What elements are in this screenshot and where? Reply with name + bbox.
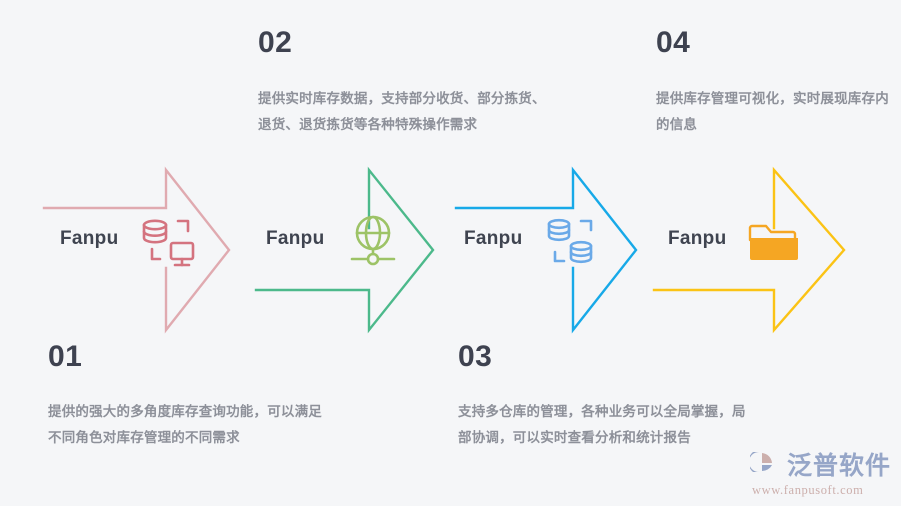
arrow-label-04: Fanpu [668,228,727,249]
watermark-brand-row: 泛普软件 [748,446,891,482]
step-text-block-04: 04 提供库存管理可视化，实时展现库存内的信息 [656,28,901,139]
step-arrow-04: Fanpu [652,166,889,340]
step-arrow-01: Fanpu [42,166,274,340]
step-number-01: 01 [48,340,83,373]
arrow-shape-01 [42,166,231,334]
fanpu-logo-icon [748,448,782,481]
step-description-01: 提供的强大的多角度库存查询功能，可以满足不同角色对库存管理的不同需求 [48,404,322,446]
step-text-block-03: 03 支持多仓库的管理，各种业务可以全局掌握，局部协调，可以实时查看分析和统计报… [458,342,758,452]
arrow-shape-02 [254,166,435,334]
step-description-04: 提供库存管理可视化，实时展现库存内的信息 [656,91,889,133]
step-description-03: 支持多仓库的管理，各种业务可以全局掌握，局部协调，可以实时查看分析和统计报告 [458,404,746,446]
step-number-03: 03 [458,340,493,373]
step-text-block-02: 02 提供实时库存数据，支持部分收货、部分拣货、退货、退货拣货等各种特殊操作需求 [258,28,558,139]
step-text-block-01: 01 提供的强大的多角度库存查询功能，可以满足不同角色对库存管理的不同需求 [48,342,328,452]
step-arrow-02: Fanpu [254,166,481,340]
arrow-label-01: Fanpu [60,228,119,249]
step-description-02: 提供实时库存数据，支持部分收货、部分拣货、退货、退货拣货等各种特殊操作需求 [258,91,546,133]
step-arrow-03: Fanpu [454,166,681,340]
arrow-shape-03 [454,166,638,334]
arrow-label-02: Fanpu [266,228,325,249]
arrow-shape-04 [652,166,846,334]
arrow-label-03: Fanpu [464,228,523,249]
step-number-04: 04 [656,26,691,59]
watermark: 泛普软件 www.fanpusoft.com [748,446,891,498]
watermark-brand-text: 泛普软件 [786,452,891,480]
watermark-url: www.fanpusoft.com [751,483,864,497]
step-number-02: 02 [258,26,293,59]
